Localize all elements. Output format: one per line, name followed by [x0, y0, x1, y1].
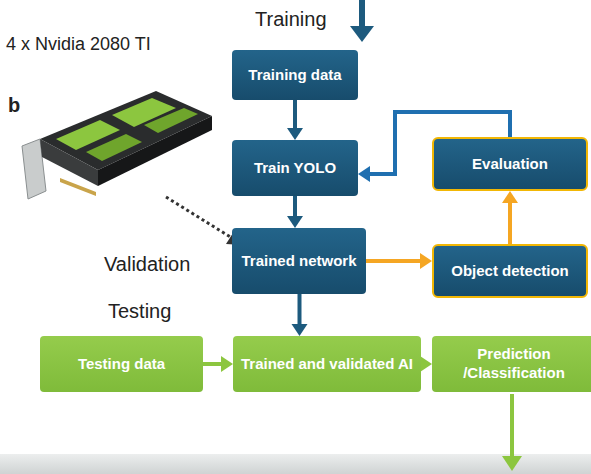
caption-label: Validation: [104, 253, 190, 276]
connector-line: [366, 259, 420, 263]
connector-line: [298, 294, 302, 324]
caption-label: 4 x Nvidia 2080 TI: [6, 34, 151, 55]
bottom-band: [0, 454, 591, 474]
process-box: Trained and validated AI: [233, 336, 421, 392]
box-text: Evaluation: [466, 155, 554, 174]
caption-label: Testing: [108, 300, 171, 323]
flow-arrow: [203, 356, 233, 372]
connector-line: [293, 196, 297, 216]
arrowhead: [420, 356, 432, 372]
box-text: Train YOLO: [248, 159, 342, 178]
arrowhead: [420, 253, 432, 269]
connector-line: [203, 362, 221, 366]
process-box: Prediction /Classification: [432, 336, 591, 392]
caption-label: Training: [255, 8, 327, 31]
process-box: Training data: [232, 50, 358, 100]
flow-arrow: [502, 191, 518, 244]
box-text: Testing data: [72, 355, 171, 374]
flow-arrow: [366, 253, 432, 269]
connector-line: [293, 100, 297, 128]
process-box: Train YOLO: [232, 140, 358, 196]
box-text: Trained and validated AI: [235, 355, 419, 374]
arrowhead: [358, 166, 370, 182]
flow-arrow: [420, 356, 432, 372]
arrowhead: [287, 128, 303, 140]
box-text: Prediction /Classification: [432, 345, 591, 383]
input-arrow: [350, 0, 374, 42]
process-box: Testing data: [40, 336, 203, 392]
arrowhead: [502, 191, 518, 203]
arrowhead: [287, 216, 303, 228]
arrowhead: [292, 324, 308, 336]
output-arrow: [502, 394, 522, 471]
caption-label: b: [8, 94, 20, 117]
gpu-card: [22, 91, 212, 199]
flow-arrow: [287, 100, 303, 140]
process-box: Evaluation: [432, 137, 588, 191]
process-box: Object detection: [432, 244, 588, 298]
flow-arrow: [292, 294, 308, 336]
box-text: Object detection: [445, 262, 575, 281]
box-text: Training data: [242, 66, 347, 85]
flow-arrow: [287, 196, 303, 228]
connector-line: [508, 203, 512, 244]
process-box: Trained network: [232, 228, 366, 294]
box-text: Trained network: [235, 252, 362, 271]
arrowhead: [221, 356, 233, 372]
